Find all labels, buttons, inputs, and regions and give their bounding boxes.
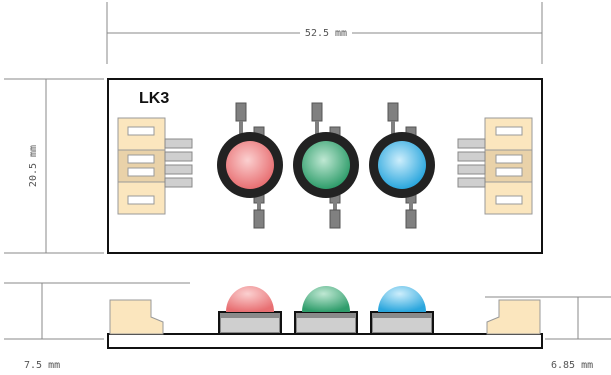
- left-side-height-label: 7.5 mm: [24, 360, 60, 371]
- red-led-lead-top: [235, 102, 247, 122]
- right-connector-pin: [457, 164, 486, 175]
- left-connector-slot-bottom: [127, 195, 155, 205]
- left-connector-pin: [164, 138, 193, 149]
- red-led-lead-top-wire: [239, 121, 243, 141]
- green-led: [293, 102, 359, 229]
- blue-led-lead-top-wire: [391, 121, 395, 141]
- pcb-side-view: [107, 333, 543, 349]
- blue-led-side-dome: [378, 286, 426, 312]
- green-led-lens: [302, 141, 350, 189]
- right-connector-slot-top: [495, 126, 523, 136]
- red-led-side-base-face: [221, 318, 279, 332]
- green-led-side-base-face: [297, 318, 355, 332]
- right-connector: [457, 117, 533, 215]
- left-connector-slot: [127, 154, 155, 164]
- width-dimension: 52.5 mm: [106, 2, 543, 64]
- green-led-side: [294, 286, 358, 335]
- blue-led-lead-top: [387, 102, 399, 122]
- blue-led-lead-bottom-wire: [409, 196, 413, 210]
- red-led-side-dome: [226, 286, 274, 312]
- left-connector-side: [109, 299, 164, 335]
- left-connector-slot: [127, 167, 155, 177]
- height-label: 20.5 mm: [28, 145, 39, 187]
- blue-led-side: [370, 286, 434, 335]
- green-led-lead-top: [311, 102, 323, 122]
- blue-led-lead-bottom: [405, 209, 417, 229]
- blue-led-lens: [378, 141, 426, 189]
- right-connector-slot: [495, 154, 523, 164]
- right-connector-pin: [457, 177, 486, 188]
- green-led-lead-bottom-wire: [333, 196, 337, 210]
- red-led: [217, 102, 283, 229]
- green-led-lead-bottom: [329, 209, 341, 229]
- left-connector-pin: [164, 151, 193, 162]
- blue-led: [369, 102, 435, 229]
- red-led-lens: [226, 141, 274, 189]
- red-led-lead-bottom: [253, 209, 265, 229]
- red-led-lead-bottom-wire: [257, 196, 261, 210]
- left-connector-pin: [164, 177, 193, 188]
- leds-top-view: [217, 102, 435, 229]
- green-led-lead-top-wire: [315, 121, 319, 141]
- right-connector-slot: [495, 167, 523, 177]
- right-connector-pin: [457, 138, 486, 149]
- height-dimension: 20.5 mm: [4, 78, 104, 254]
- red-led-side: [218, 286, 282, 335]
- right-connector-slot-bottom: [495, 195, 523, 205]
- right-connector-pin: [457, 151, 486, 162]
- right-side-height-label: 6.85 mm: [551, 360, 593, 371]
- left-connector-slot-top: [127, 126, 155, 136]
- right-connector-side: [486, 299, 541, 335]
- left-connector-pin: [164, 164, 193, 175]
- blue-led-side-base-face: [373, 318, 431, 332]
- leds-side-view: [218, 286, 434, 335]
- green-led-side-dome: [302, 286, 350, 312]
- width-label: 52.5 mm: [305, 28, 347, 39]
- side-view: 7.5 mm 6.85 mm: [4, 282, 611, 371]
- board-label: LK3: [139, 90, 169, 107]
- left-connector: [117, 117, 193, 215]
